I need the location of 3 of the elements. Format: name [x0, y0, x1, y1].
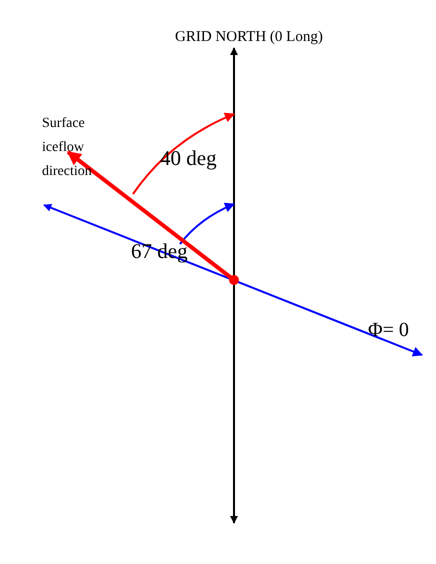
angle-label: Φ= 0: [368, 320, 409, 340]
arrow-label: Surface iceflow direction: [42, 115, 93, 181]
axis-label: GRID NORTH (0 Long): [175, 30, 323, 45]
